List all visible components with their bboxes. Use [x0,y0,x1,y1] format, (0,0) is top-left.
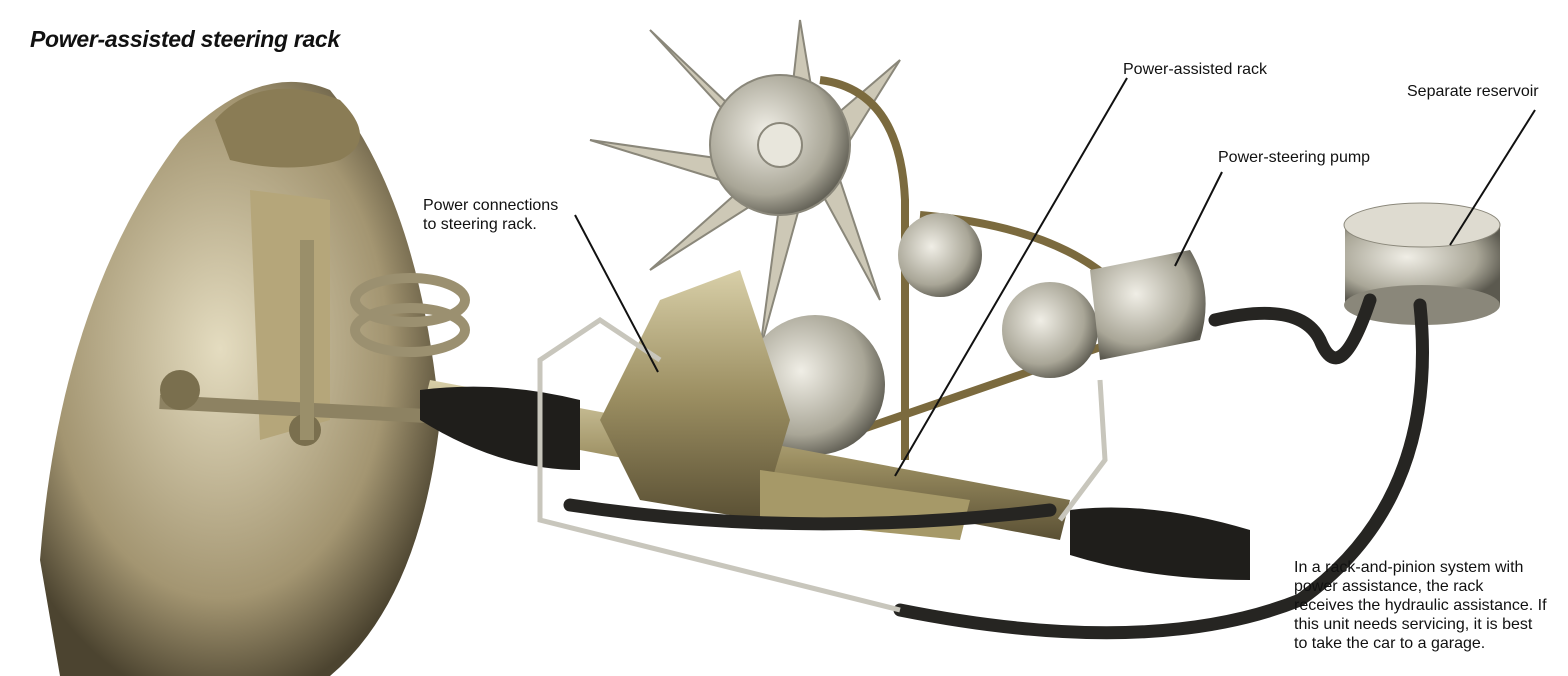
label-reservoir: Separate reservoir [1407,83,1539,100]
pump-pulley [1002,282,1098,378]
hydraulic-hoses [563,293,1429,640]
caption-line: power assistance, the rack [1294,578,1484,595]
label-power-connections: Power connections to steering rack. [423,196,558,234]
label-line: to steering rack. [423,216,537,233]
cooling-fan [589,19,901,351]
rack-boot-left [420,386,580,470]
brake-disc [40,81,440,676]
leader-lines [574,77,1536,477]
caption-line: this unit needs servicing, it is best [1294,616,1533,633]
label-line: Power connections [423,197,559,214]
label-power-rack: Power-assisted rack [1123,61,1268,78]
suspension-spring [350,273,470,357]
caption: In a rack-and-pinion system with power a… [1294,558,1568,653]
power-steering-pump [1090,250,1206,360]
fluid-reservoir [1343,202,1501,325]
tie-rod [159,240,440,446]
label-pump: Power-steering pump [1218,149,1371,166]
rack-boot-right [1070,507,1250,580]
metal-pipes [537,316,1108,613]
caption-line: receives the hydraulic assistance. If [1294,597,1547,614]
caption-line: to take the car to a garage. [1294,635,1486,652]
diagram-title: Power-assisted steering rack [30,26,340,52]
caption-line: In a rack-and-pinion system with [1294,559,1524,576]
idler-pulley [898,213,982,297]
